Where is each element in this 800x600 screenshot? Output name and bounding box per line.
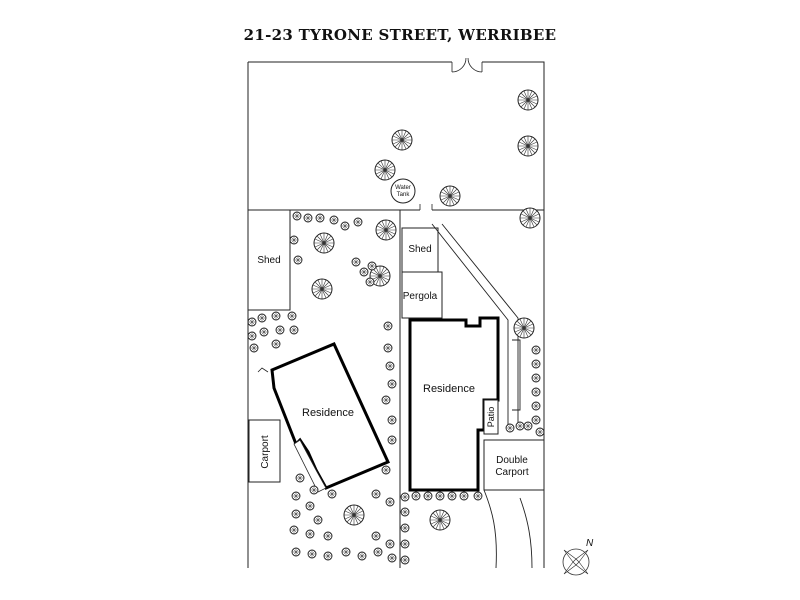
water-tank: Water Tank <box>390 178 416 204</box>
patio: Patio <box>483 399 499 435</box>
water-tank-label-2: Tank <box>397 192 411 198</box>
residence-left: Residence <box>270 342 391 493</box>
carport-left-label: Carport <box>260 435 271 469</box>
north-label: N <box>586 538 594 549</box>
plan-title: 21-23 TYRONE STREET, WERRIBEE <box>243 26 557 44</box>
porch-marker <box>257 367 269 373</box>
garden-path <box>431 223 521 430</box>
shed-left: Shed <box>247 209 291 311</box>
shed-right: Shed <box>401 227 439 273</box>
residence-left-label: Residence <box>302 407 354 419</box>
residence-right-label: Residence <box>423 383 475 395</box>
shed-left-label: Shed <box>257 255 280 266</box>
patio-label: Patio <box>486 407 496 428</box>
pergola-label: Pergola <box>403 291 438 302</box>
driveway <box>483 489 533 569</box>
north-arrow: N <box>562 538 594 576</box>
water-tank-label-1: Water <box>395 185 411 191</box>
double-carport: Double Carport <box>483 439 545 491</box>
shed-right-label: Shed <box>408 244 431 255</box>
double-carport-label-2: Carport <box>495 467 529 478</box>
pergola: Pergola <box>401 271 443 319</box>
carport-left: Carport <box>248 419 281 483</box>
residence-right: Residence <box>408 316 500 492</box>
double-carport-label-1: Double <box>496 455 528 466</box>
